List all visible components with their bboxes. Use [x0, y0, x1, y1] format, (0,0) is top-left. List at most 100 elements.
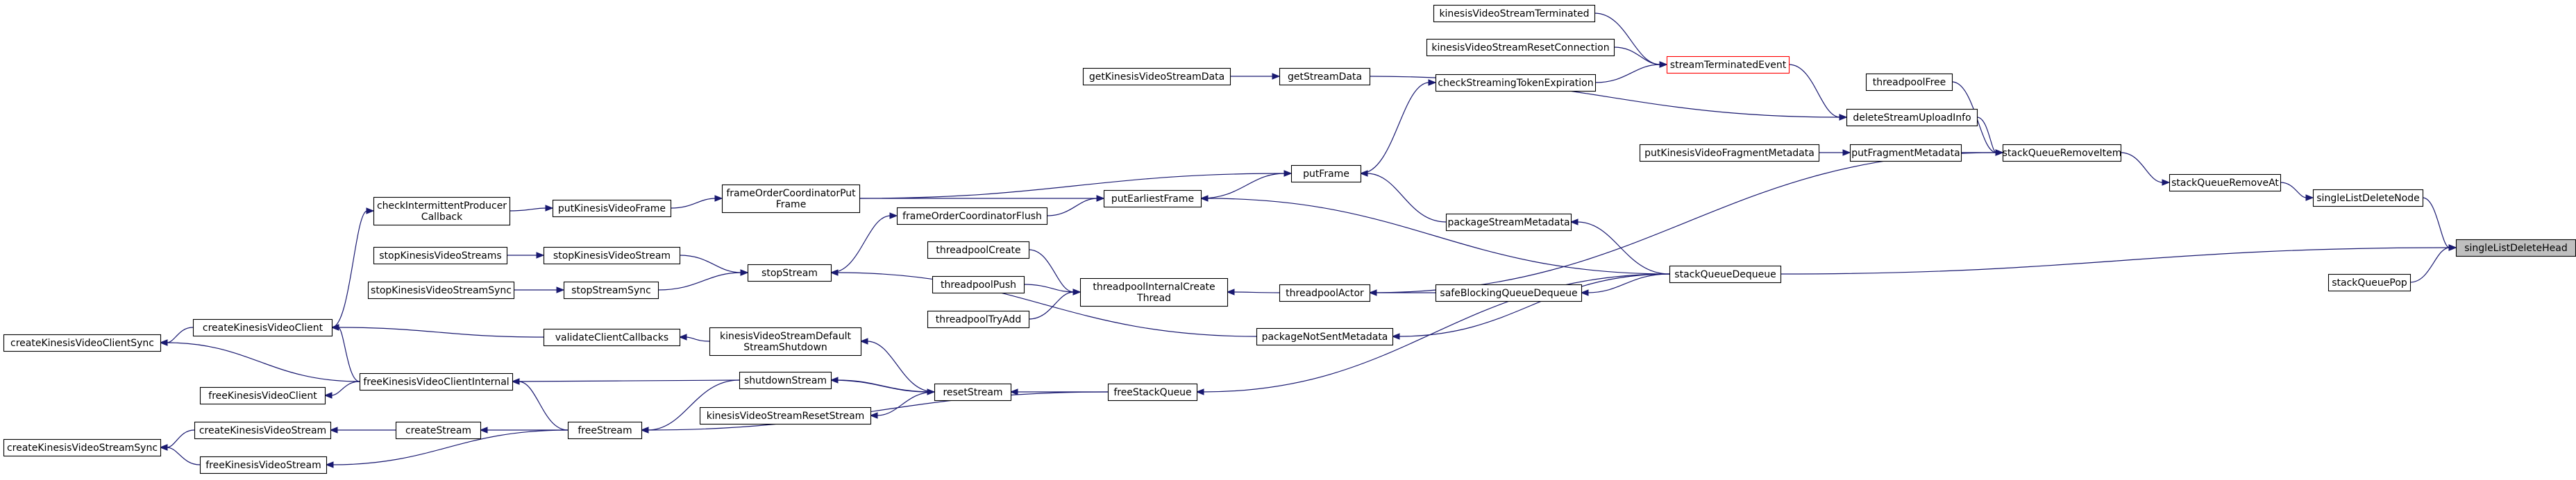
- node-label: stackQueuePop: [2332, 277, 2407, 289]
- edge-arrowhead: [536, 252, 545, 259]
- edge-arrowhead: [1580, 289, 1589, 296]
- edge-arrowhead: [1368, 289, 1377, 296]
- edge-kinesisVideoStreamResetConnection-to-streamTerminatedEvent: [1613, 46, 1661, 65]
- node-label: stackQueueRemoveAt: [2171, 178, 2279, 189]
- node-safeBlockingQueueDequeue[interactable]: safeBlockingQueueDequeue: [1435, 284, 1583, 302]
- node-stopStream[interactable]: stopStream: [747, 264, 832, 282]
- node-label: stopKinesisVideoStreamSync: [371, 285, 512, 296]
- edge-arrowhead: [159, 444, 168, 451]
- node-threadpoolTryAdd[interactable]: threadpoolTryAdd: [927, 310, 1030, 329]
- node-putEarliestFrame[interactable]: putEarliestFrame: [1103, 189, 1202, 208]
- edge-freeKinesisVideoClientInternal-to-createKinesisVideoClientSync: [166, 342, 360, 382]
- node-createKinesisVideoClient[interactable]: createKinesisVideoClient: [192, 318, 333, 337]
- node-validateClientCallbacks[interactable]: validateClientCallbacks: [543, 328, 681, 347]
- edge-createKinesisVideoClient-to-createKinesisVideoClientSync: [166, 327, 194, 343]
- node-stopKinesisVideoStream[interactable]: stopKinesisVideoStream: [543, 246, 681, 265]
- edge-checkStreamingTokenExpiration-to-streamTerminatedEvent: [1594, 64, 1661, 83]
- node-box: [709, 327, 862, 357]
- node-box: [927, 241, 1030, 259]
- node-getKinesisVideoStreamData[interactable]: getKinesisVideoStreamData: [1082, 67, 1231, 86]
- edge-frameOrderCoordinatorFlush-to-putEarliestFrame: [1046, 198, 1098, 216]
- node-box: [2327, 273, 2411, 292]
- node-box: [543, 246, 681, 265]
- node-kinesisVideoStreamResetStream[interactable]: kinesisVideoStreamResetStream: [699, 406, 872, 425]
- node-box: [1435, 284, 1583, 302]
- node-stopStreamSync[interactable]: stopStreamSync: [563, 281, 659, 300]
- node-label: createKinesisVideoStream: [199, 425, 326, 436]
- node-createKinesisVideoStreamSync[interactable]: createKinesisVideoStreamSync: [3, 438, 162, 457]
- node-label: deleteStreamUploadInfo: [1853, 112, 1971, 123]
- node-kinesisVideoStreamResetConnection[interactable]: kinesisVideoStreamResetConnection: [1426, 38, 1615, 57]
- node-box: [543, 328, 681, 347]
- node-stackQueueRemoveItem[interactable]: stackQueueRemoveItem: [2002, 144, 2122, 162]
- node-putFrame[interactable]: putFrame: [1290, 164, 1362, 183]
- node-freeStream[interactable]: freeStream: [567, 421, 643, 440]
- node-deleteStreamUploadInfo[interactable]: deleteStreamUploadInfo: [1846, 108, 1978, 127]
- edge-resetStream-to-kinesisVideoStreamResetStream: [876, 391, 935, 416]
- node-stackQueueDequeue[interactable]: stackQueueDequeue: [1669, 265, 1782, 284]
- node-box: [1445, 213, 1572, 232]
- node-shutdownStream[interactable]: shutdownStream: [739, 371, 832, 390]
- node-label: kinesisVideoStreamTerminated: [1439, 8, 1589, 19]
- edge-freeKinesisVideoClientInternal-to-createKinesisVideoClient: [337, 327, 360, 382]
- node-box: [699, 406, 872, 425]
- node-box: [1849, 144, 1962, 162]
- node-streamTerminatedEvent[interactable]: streamTerminatedEvent: [1666, 55, 1790, 74]
- edge-arrowhead: [1995, 149, 2004, 156]
- node-label: putFrame: [1303, 169, 1349, 180]
- node-label: getKinesisVideoStreamData: [1089, 71, 1224, 83]
- edge-stackQueueDequeue-to-putEarliestFrame: [1206, 198, 1670, 275]
- node-box: [567, 421, 643, 440]
- node-checkStreamingTokenExpiration[interactable]: checkStreamingTokenExpiration: [1435, 74, 1597, 92]
- node-stopKinesisVideoStreamSync[interactable]: stopKinesisVideoStreamSync: [367, 281, 515, 300]
- node-label: frameOrderCoordinatorPut: [726, 188, 856, 199]
- node-freeStackQueue[interactable]: freeStackQueue: [1107, 383, 1198, 402]
- node-label: singleListDeleteHead: [2464, 243, 2568, 254]
- node-threadpoolFree[interactable]: threadpoolFree: [1865, 73, 1953, 92]
- node-stackQueueRemoveAt[interactable]: stackQueueRemoveAt: [2169, 173, 2282, 192]
- node-getStreamData[interactable]: getStreamData: [1279, 67, 1371, 86]
- node-freeKinesisVideoClientInternal[interactable]: freeKinesisVideoClientInternal: [359, 372, 514, 391]
- node-packageStreamMetadata[interactable]: packageStreamMetadata: [1445, 213, 1572, 232]
- node-singleListDeleteNode[interactable]: singleListDeleteNode: [2312, 189, 2424, 207]
- node-box: [1846, 108, 1978, 127]
- node-label: threadpoolActor: [1286, 288, 1364, 299]
- node-label: freeStream: [578, 425, 632, 436]
- edge-validateClientCallbacks-to-createKinesisVideoClient: [337, 327, 544, 338]
- node-createStream[interactable]: createStream: [395, 421, 482, 440]
- node-label: threadpoolPush: [941, 280, 1016, 291]
- node-frameOrderCoordinatorFlush[interactable]: frameOrderCoordinatorFlush: [896, 207, 1048, 225]
- node-threadpoolActor[interactable]: threadpoolActor: [1279, 284, 1371, 302]
- node-threadpoolCreate[interactable]: threadpoolCreate: [927, 241, 1030, 259]
- node-putKinesisVideoFrame[interactable]: putKinesisVideoFrame: [552, 199, 672, 218]
- edge-arrowhead: [159, 339, 168, 346]
- node-box: [721, 184, 861, 214]
- node-createKinesisVideoClientSync[interactable]: createKinesisVideoClientSync: [3, 334, 162, 352]
- node-label: resetStream: [943, 387, 1002, 398]
- edge-arrowhead: [1009, 388, 1018, 395]
- node-freeKinesisVideoStream[interactable]: freeKinesisVideoStream: [199, 456, 328, 474]
- node-putFragmentMetadata[interactable]: putFragmentMetadata: [1849, 144, 1962, 162]
- node-kinesisVideoStreamTerminated[interactable]: kinesisVideoStreamTerminated: [1433, 4, 1596, 23]
- node-packageNotSentMetadata[interactable]: packageNotSentMetadata: [1256, 327, 1394, 346]
- node-singleListDeleteHead[interactable]: singleListDeleteHead: [2455, 239, 2576, 257]
- node-threadpoolPush[interactable]: threadpoolPush: [932, 275, 1025, 294]
- node-createKinesisVideoStream[interactable]: createKinesisVideoStream: [194, 421, 332, 440]
- node-stackQueuePop[interactable]: stackQueuePop: [2327, 273, 2411, 292]
- node-resetStream[interactable]: resetStream: [934, 383, 1012, 402]
- node-putKinesisVideoFragmentMetadata[interactable]: putKinesisVideoFragmentMetadata: [1639, 144, 1820, 162]
- node-box: [2002, 144, 2122, 162]
- edge-arrowhead: [678, 334, 687, 341]
- node-label: kinesisVideoStreamDefault: [720, 331, 852, 342]
- node-box: [1279, 67, 1371, 86]
- node-stopKinesisVideoStreams[interactable]: stopKinesisVideoStreams: [373, 246, 508, 265]
- node-freeKinesisVideoClient[interactable]: freeKinesisVideoClient: [199, 386, 326, 405]
- node-label: createKinesisVideoClient: [203, 323, 323, 334]
- node-label: frameOrderCoordinatorFlush: [902, 211, 1042, 222]
- edge-arrowhead: [325, 461, 334, 468]
